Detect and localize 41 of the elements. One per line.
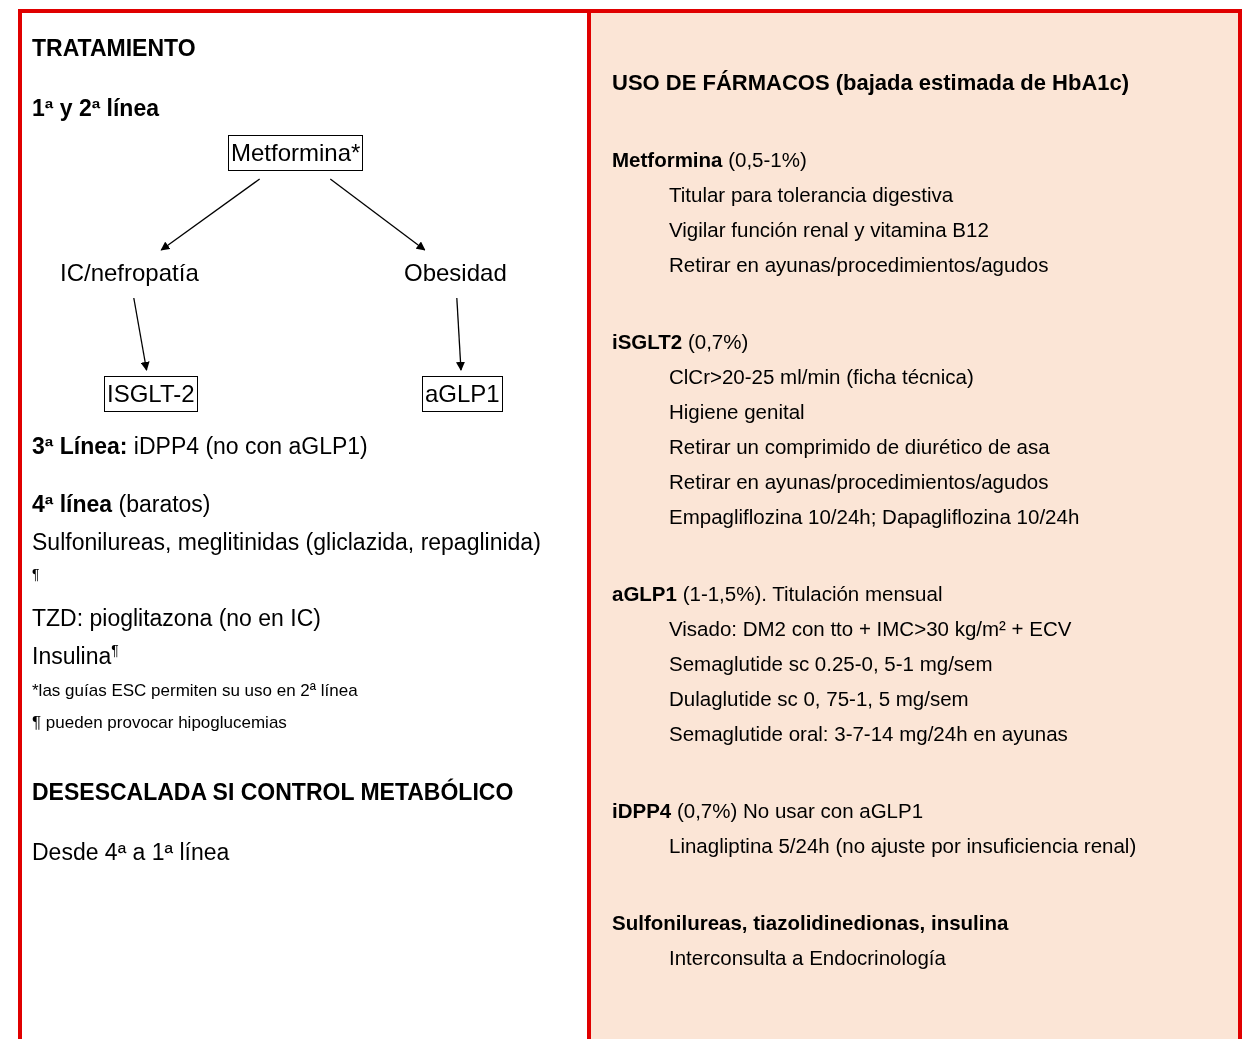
- list-item: Semaglutide sc 0.25-0, 5-1 mg/sem: [668, 651, 994, 677]
- list-item: Retirar un comprimido de diurético de asa: [668, 434, 1051, 460]
- panel-text: 4ª línea (baratos): [32, 490, 212, 519]
- arrow: [160, 178, 261, 251]
- branch-label: IC/nefropatía: [58, 256, 201, 290]
- list-item: Interconsulta a Endocrinología: [668, 945, 947, 971]
- section-heading: Sulfonilureas, tiazolidinedionas, insulina: [612, 910, 1010, 936]
- list-item: Retirar en ayunas/procedimientos/agudos: [668, 469, 1050, 495]
- panel-text: DESESCALADA SI CONTROL METABÓLICO: [32, 777, 515, 807]
- branch-label: Obesidad: [402, 256, 509, 290]
- panel-text: Desde 4ª a 1ª línea: [32, 838, 231, 867]
- list-item: Visado: DM2 con tto + IMC>30 kg/m² + ECV: [668, 616, 1073, 642]
- list-item: ClCr>20-25 ml/min (ficha técnica): [668, 364, 975, 390]
- panel-text: Insulina$^{¶}$: [32, 642, 120, 671]
- process-box: aGLP1: [422, 376, 503, 412]
- list-item: Empagliflozina 10/24h; Dapagliflozina 10/24h: [668, 504, 1081, 530]
- arrow: [456, 297, 465, 371]
- drug-usage-panel: [587, 9, 1242, 1039]
- section-heading: iSGLT2 (0,7%): [612, 329, 750, 355]
- list-item: Titular para tolerancia digestiva: [668, 182, 955, 208]
- panel-text: ¶ pueden provocar hipoglucemias: [32, 712, 288, 734]
- process-box: ISGLT-2: [104, 376, 198, 412]
- list-item: Linagliptina 5/24h (no ajuste por insuficiencia renal): [668, 833, 1138, 859]
- section-heading: Metformina (0,5-1%): [612, 147, 808, 173]
- list-item: Vigilar función renal y vitamina B12: [668, 217, 990, 243]
- arrow: [133, 297, 150, 371]
- process-box: Metformina*: [228, 135, 364, 171]
- arrow: [329, 178, 426, 251]
- list-item: Dulaglutide sc 0, 75-1, 5 mg/sem: [668, 686, 970, 712]
- list-item: Retirar en ayunas/procedimientos/agudos: [668, 252, 1050, 278]
- panel-text: *las guías ESC permiten su uso en 2ª línea: [32, 680, 359, 702]
- section-heading: aGLP1 (1-1,5%). Titulación mensual: [612, 581, 944, 607]
- panel-text: 1ª y 2ª línea: [32, 94, 161, 123]
- list-item: Higiene genital: [668, 399, 806, 425]
- section-heading: USO DE FÁRMACOS (bajada estimada de HbA1c): [612, 69, 1131, 97]
- panel-text: 3ª Línea: iDPP4 (no con aGLP1): [32, 432, 369, 461]
- panel-text: TZD: pioglitazona (no en IC): [32, 604, 322, 633]
- list-item: Semaglutide oral: 3-7-14 mg/24h en ayunas: [668, 721, 1069, 747]
- section-heading: iDPP4 (0,7%) No usar con aGLP1: [612, 798, 925, 824]
- treatment-panel: [18, 9, 587, 1039]
- panel-text: TRATAMIENTO: [32, 34, 197, 63]
